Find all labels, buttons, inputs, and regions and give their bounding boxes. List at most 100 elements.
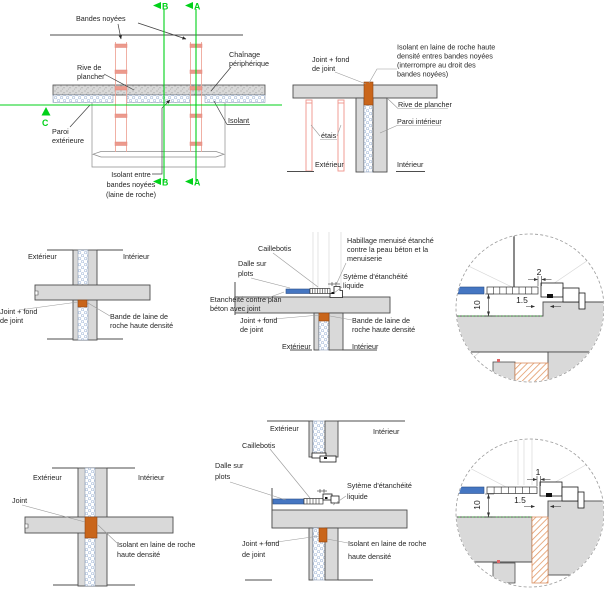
label-systeme-1: Sytème d'étanchéité — [343, 272, 408, 281]
leader-paroi-ext — [69, 104, 91, 128]
label-joint-2: de joint — [312, 64, 335, 73]
wall-below — [547, 351, 604, 382]
label-bande-2: roche haute densité — [352, 325, 415, 334]
label-systeme-2: liquide — [347, 492, 368, 501]
svg-text:A: A — [194, 2, 201, 12]
joint-seal — [77, 299, 88, 308]
leader-joint — [334, 71, 367, 85]
dim-1: 1 — [527, 467, 551, 486]
label-exterieur: Extérieur — [270, 424, 299, 433]
etai-prop-right — [337, 99, 345, 172]
label-isolant-1: Isolant en laine de roche — [348, 539, 426, 548]
menuiserie-profile — [540, 282, 586, 310]
caillebotis-strip — [303, 498, 324, 505]
label-habillage-1: Habillage menuisé étanché — [347, 236, 434, 245]
label-systeme-2: liquide — [343, 281, 364, 290]
leader-isolant — [368, 68, 397, 84]
label-interieur: Intérieur — [352, 342, 379, 351]
section-marker-b-top: B — [153, 2, 168, 12]
wall-joint-figure: Extérieur Intérieur Joint + fond de join… — [0, 249, 173, 341]
label-isolant-entre-1: Isolant entre — [111, 170, 151, 179]
leader-systeme — [332, 495, 347, 506]
label-systeme-1: Sytème d'étanchéité — [347, 481, 412, 490]
dalle-sur-plots — [285, 288, 311, 294]
label-etancheite-2: béton avec joint — [210, 304, 260, 313]
plan-view-figure: B A B A C Bandes noyées Rive de plancher… — [0, 2, 282, 199]
etai-prop-left — [305, 99, 313, 172]
section-marker-b-bottom: B — [153, 178, 168, 188]
label-bandes-noyees: Bandes noyées — [76, 14, 126, 23]
break-line — [91, 151, 226, 158]
svg-text:1: 1 — [536, 467, 541, 477]
joint-seal — [318, 527, 328, 543]
label-joint-1: Joint + fond — [242, 539, 279, 548]
slab-edge-strip — [308, 527, 314, 581]
svg-text:B: B — [162, 2, 168, 12]
leader-rive — [103, 73, 135, 91]
menuiserie-profile — [317, 489, 340, 504]
leader-etais — [310, 124, 342, 140]
label-etancheite-1: Etanchéité contre plan — [210, 295, 282, 304]
caillebotis-strip — [309, 288, 331, 294]
concrete-slab — [456, 516, 533, 563]
slab-drip-notch — [34, 290, 39, 296]
wall-insulated-joint-figure: Extérieur Intérieur Joint Isolant en lai… — [12, 467, 195, 587]
label-interieur: Intérieur — [373, 427, 400, 436]
concrete-slab — [456, 301, 604, 353]
label-isolant-entre-2: bandes noyées — [107, 180, 156, 189]
insulation-hatch — [514, 362, 549, 382]
label-paroi-int: Paroi intérieur — [397, 117, 442, 126]
joint-seal — [84, 516, 98, 539]
svg-text:B: B — [162, 178, 168, 188]
leader-isolant-entre — [152, 99, 171, 175]
label-isolant-2: haute densité — [348, 552, 391, 561]
dim-10: 10 — [472, 293, 494, 317]
label-dalle-1: Dalle sur — [215, 461, 244, 470]
slab-edge-strip — [355, 97, 365, 173]
label-caillebotis: Caillebotis — [258, 244, 292, 253]
floor-slab — [234, 296, 391, 314]
section-marker-c: C — [41, 107, 51, 128]
interior-wall — [372, 97, 388, 173]
insulation-strips — [52, 94, 266, 103]
label-paroi-ext-2: extérieure — [52, 136, 84, 145]
dalle-sur-plots — [272, 498, 305, 505]
joint-seal — [363, 81, 374, 106]
marker-dot — [497, 560, 500, 563]
label-isolant-1: Isolant en laine de roche — [117, 540, 195, 549]
section-ab-figure: Joint + fond de joint Isolant en laine d… — [287, 43, 495, 173]
leader-etancheite — [264, 291, 285, 300]
leader-joint — [262, 535, 320, 545]
label-interieur: Intérieur — [397, 160, 424, 169]
leader-joint — [21, 504, 86, 523]
dim-10: 10 — [472, 493, 494, 518]
label-interieur: Intérieur — [138, 473, 165, 482]
label-rive-2: plancher — [77, 72, 105, 81]
wall-below — [324, 527, 339, 581]
label-isolant-2: haute densité — [117, 550, 160, 559]
detail-circle-bottom: 1 1.5 10 — [455, 438, 604, 588]
leader-bande — [329, 315, 353, 321]
floor-slab-band — [52, 84, 266, 96]
label-joint-2: de joint — [0, 316, 23, 325]
slab-edge-strip — [313, 312, 320, 351]
label-habillage-2: contre la peau béton et la — [347, 245, 428, 254]
label-isolant-2: densité entres bandes noyées — [397, 52, 493, 61]
section-marker-a-top: A — [185, 2, 201, 12]
label-interieur: Intérieur — [123, 252, 150, 261]
label-joint-1: Joint + fond — [312, 55, 349, 64]
leader-joint — [261, 314, 321, 321]
floor-slab — [271, 509, 408, 529]
marker-dot — [497, 359, 500, 362]
dim-1-5: 1.5 — [514, 495, 561, 508]
label-exterieur: Extérieur — [315, 160, 344, 169]
step-block — [492, 562, 516, 584]
label-joint-2: de joint — [242, 550, 265, 559]
label-chainage-2: périphérique — [229, 59, 269, 68]
leader-paroi-int — [379, 125, 441, 134]
label-caillebotis: Caillebotis — [242, 441, 276, 450]
label-exterieur: Extérieur — [282, 342, 311, 351]
section-marker-a-bottom: A — [185, 178, 201, 188]
label-joint: Joint — [12, 496, 27, 505]
